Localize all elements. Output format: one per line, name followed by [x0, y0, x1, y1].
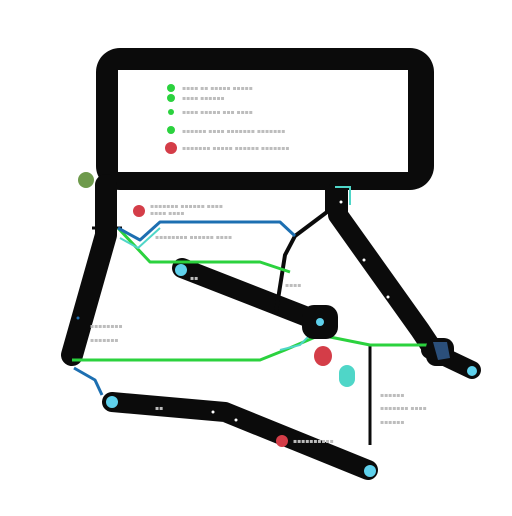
olive-marker[interactable]	[78, 172, 94, 188]
track-glyph	[362, 258, 366, 262]
teal-line	[119, 227, 161, 249]
track-glyph	[386, 295, 390, 299]
blue-line-lower	[73, 366, 104, 396]
right-lower-label-1: ▪▪▪▪▪▪	[380, 392, 404, 399]
endpoint-node-bottom-right[interactable]	[364, 465, 376, 477]
center-black-track	[172, 258, 320, 328]
bottom-small-label: ▪▪	[155, 405, 163, 412]
legend-label-5: ▪▪▪▪▪▪▪ ▪▪▪▪▪ ▪▪▪▪▪▪ ▪▪▪▪▪▪▪	[182, 145, 289, 152]
right-lower-label-3: ▪▪▪▪▪▪	[380, 419, 404, 426]
center-small-label: ▪▪	[190, 275, 198, 282]
track-glyph	[76, 316, 80, 320]
red-dot-icon	[165, 142, 177, 154]
teal-marker[interactable]	[339, 365, 355, 387]
green-dot-icon	[167, 84, 175, 92]
green-dot-icon	[167, 126, 175, 134]
upper-red-sublabel: ▪▪▪▪ ▪▪▪▪	[150, 210, 184, 217]
upper-red-marker[interactable]	[133, 205, 145, 217]
bottom-black-track	[102, 392, 378, 480]
endpoint-node-bottom-left[interactable]	[106, 396, 118, 408]
teal-right-edge	[335, 186, 351, 205]
legend-label-4: ▪▪▪▪▪▪ ▪▪▪▪ ▪▪▪▪▪▪▪ ▪▪▪▪▪▪▪	[182, 128, 285, 135]
right-mid-label: ▪▪▪▪	[285, 282, 301, 289]
blue-line-label: ▪▪▪▪▪▪▪▪ ▪▪▪▪▪▪ ▪▪▪▪	[155, 234, 232, 241]
right-navy-icon	[433, 342, 450, 360]
endpoint-node-right[interactable]	[467, 366, 477, 376]
panel-legend: ▪▪▪▪ ▪▪ ▪▪▪▪▪ ▪▪▪▪▪ ▪▪▪▪ ▪▪▪▪▪▪ ▪▪▪▪ ▪▪▪…	[165, 84, 289, 154]
center-hub-icon	[316, 318, 324, 326]
left-mid-label: ▪▪▪▪▪▪▪▪	[90, 323, 123, 330]
blue-line	[117, 220, 297, 242]
bottom-red-marker[interactable]	[276, 435, 288, 447]
top-panel	[118, 70, 408, 172]
right-lower-label-2: ▪▪▪▪▪▪▪ ▪▪▪▪	[380, 405, 427, 412]
legend-label-2: ▪▪▪▪ ▪▪▪▪▪▪	[182, 95, 225, 102]
left-mid-sublabel: ▪▪▪▪▪▪▪	[90, 337, 118, 344]
track-glyph	[234, 418, 238, 422]
bottom-red-label: ▪▪▪▪▪▪▪▪▪▪	[293, 438, 334, 445]
endpoint-node-center-left[interactable]	[175, 264, 187, 276]
center-red-marker[interactable]	[314, 346, 332, 366]
track-glyph	[211, 410, 215, 414]
track-glyph	[339, 200, 343, 204]
thin-black-connector-1	[274, 186, 329, 313]
right-black-track	[328, 180, 442, 358]
legend-label-3: ▪▪▪▪ ▪▪▪▪▪ ▪▪▪ ▪▪▪▪	[182, 109, 253, 116]
left-black-track	[61, 174, 117, 366]
green-line	[72, 333, 430, 362]
legend-label-1: ▪▪▪▪ ▪▪ ▪▪▪▪▪ ▪▪▪▪▪	[182, 85, 253, 92]
upper-red-label: ▪▪▪▪▪▪▪ ▪▪▪▪▪▪ ▪▪▪▪	[150, 203, 223, 210]
green-dot-icon	[168, 109, 174, 115]
green-dot-icon	[167, 94, 175, 102]
